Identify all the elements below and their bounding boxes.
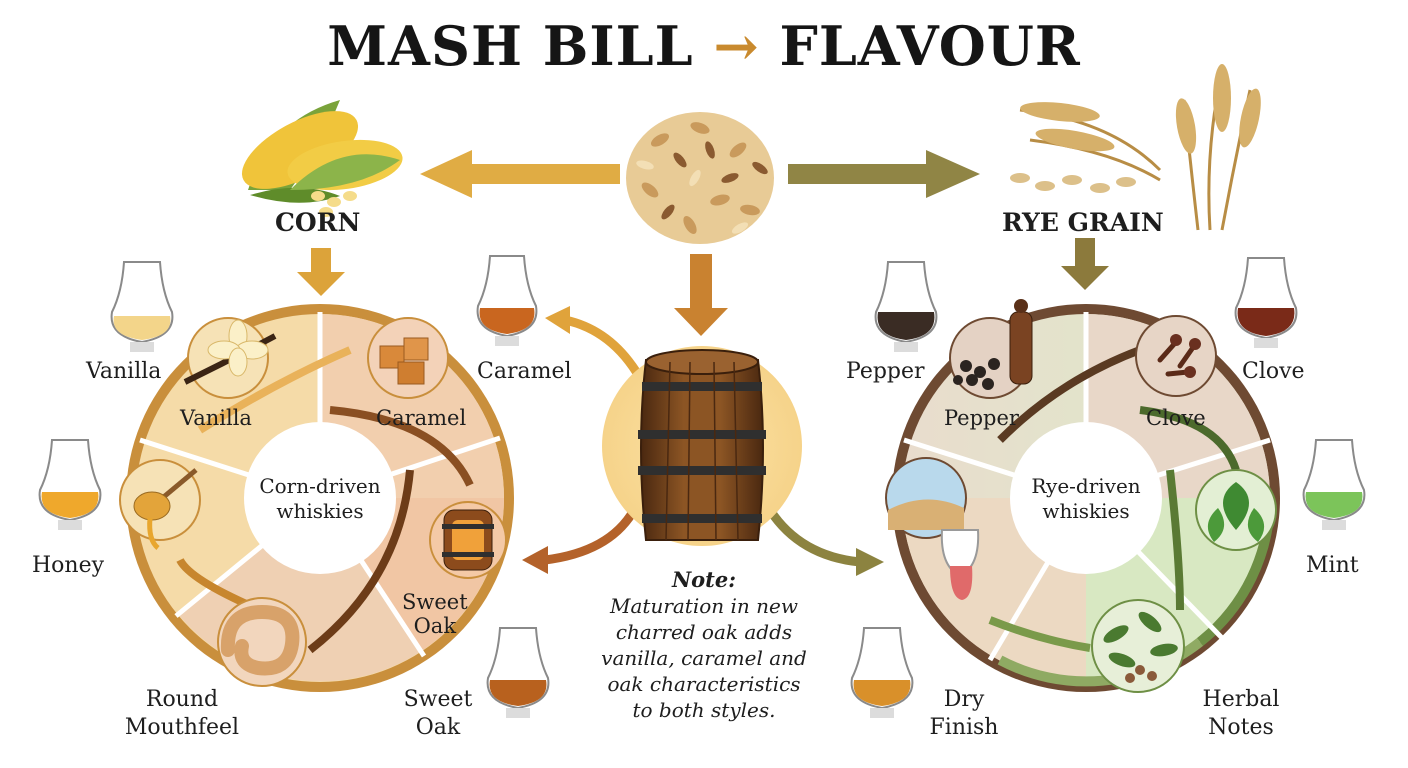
glass-dry-finish-icon xyxy=(852,628,913,718)
dry-finish-desert-icon xyxy=(886,458,966,538)
glass-label-vanilla: Vanilla xyxy=(86,358,161,386)
glass-label-mint: Mint xyxy=(1306,552,1359,580)
title-mash-bill: MASH BILL xyxy=(327,14,693,78)
note-heading: Note: xyxy=(586,566,822,593)
glass-pepper-icon xyxy=(876,262,937,352)
pepper-mill-icon xyxy=(950,299,1032,398)
rye-kernels-icon xyxy=(1010,173,1136,193)
page-title: MASH BILL → FLAVOUR xyxy=(0,14,1408,78)
glass-caramel-icon xyxy=(478,256,537,346)
arrow-to-rye xyxy=(788,150,980,198)
arrow-to-barrel xyxy=(674,254,728,336)
caramel-cubes-icon xyxy=(368,318,448,398)
barrel-icon xyxy=(638,350,766,540)
note-line: oak characteristics xyxy=(586,671,822,697)
glass-clove-icon xyxy=(1236,258,1297,348)
maturation-note: Note: Maturation in new charred oak adds… xyxy=(586,566,822,723)
glass-honey-icon xyxy=(40,440,101,530)
arrowhead-rye-wheel xyxy=(856,548,884,576)
note-line: to both styles. xyxy=(586,697,822,723)
rye-wheel-pepper: Pepper xyxy=(944,405,1019,431)
glass-label-sweet-oak: Sweet Oak xyxy=(398,686,478,741)
title-flavour: FLAVOUR xyxy=(779,14,1080,78)
corn-wheel-center: Corn-driven whiskies xyxy=(250,474,390,524)
corn-cob-icon xyxy=(230,95,405,217)
mixed-grain-pile-icon xyxy=(626,112,774,244)
corn-wheel-sweet-oak: Sweet Oak xyxy=(402,590,468,638)
arrow-barrel-to-rye-wheel xyxy=(770,510,860,562)
note-line: Maturation in new xyxy=(586,593,822,619)
mint-leaf-icon xyxy=(1196,470,1276,550)
glass-label-round-mouthfeel: Round Mouthfeel xyxy=(120,686,244,741)
arrowhead-caramel xyxy=(545,306,570,334)
glass-vanilla-icon xyxy=(112,262,173,352)
arrow-barrel-to-caramel xyxy=(565,320,640,378)
corn-wheel-caramel: Caramel xyxy=(376,405,466,431)
title-arrow: → xyxy=(713,14,759,78)
glass-label-dry-finish: Dry Finish xyxy=(926,686,1002,741)
glass-label-herbal-notes: Herbal Notes xyxy=(1196,686,1286,741)
note-line: charred oak adds xyxy=(586,619,822,645)
arrow-to-corn xyxy=(420,150,620,198)
herbs-bowl-icon xyxy=(1092,600,1184,692)
arrow-rye-down xyxy=(1061,238,1109,290)
rye-wheel-clove: Clove xyxy=(1146,405,1206,431)
glass-label-clove: Clove xyxy=(1242,358,1305,386)
round-mouthfeel-swirl-icon xyxy=(218,598,306,686)
glass-label-honey: Honey xyxy=(32,552,104,580)
arrow-corn-down xyxy=(297,248,345,296)
glass-label-pepper: Pepper xyxy=(846,358,925,386)
glass-sweet-oak-icon xyxy=(488,628,549,718)
corn-wheel-vanilla: Vanilla xyxy=(180,405,252,431)
glass-label-caramel: Caramel xyxy=(477,358,572,386)
arrow-barrel-to-corn-wheel xyxy=(545,510,634,560)
glass-mint-icon xyxy=(1304,440,1365,530)
clove-icon xyxy=(1136,316,1216,396)
rye-wheel-center: Rye-driven whiskies xyxy=(1016,474,1156,524)
rye-grain-label: RYE GRAIN xyxy=(1002,208,1164,237)
note-line: vanilla, caramel and xyxy=(586,645,822,671)
arrowhead-corn-wheel xyxy=(522,546,548,574)
glowing-barrel-icon xyxy=(430,502,506,578)
corn-label: CORN xyxy=(275,208,360,237)
